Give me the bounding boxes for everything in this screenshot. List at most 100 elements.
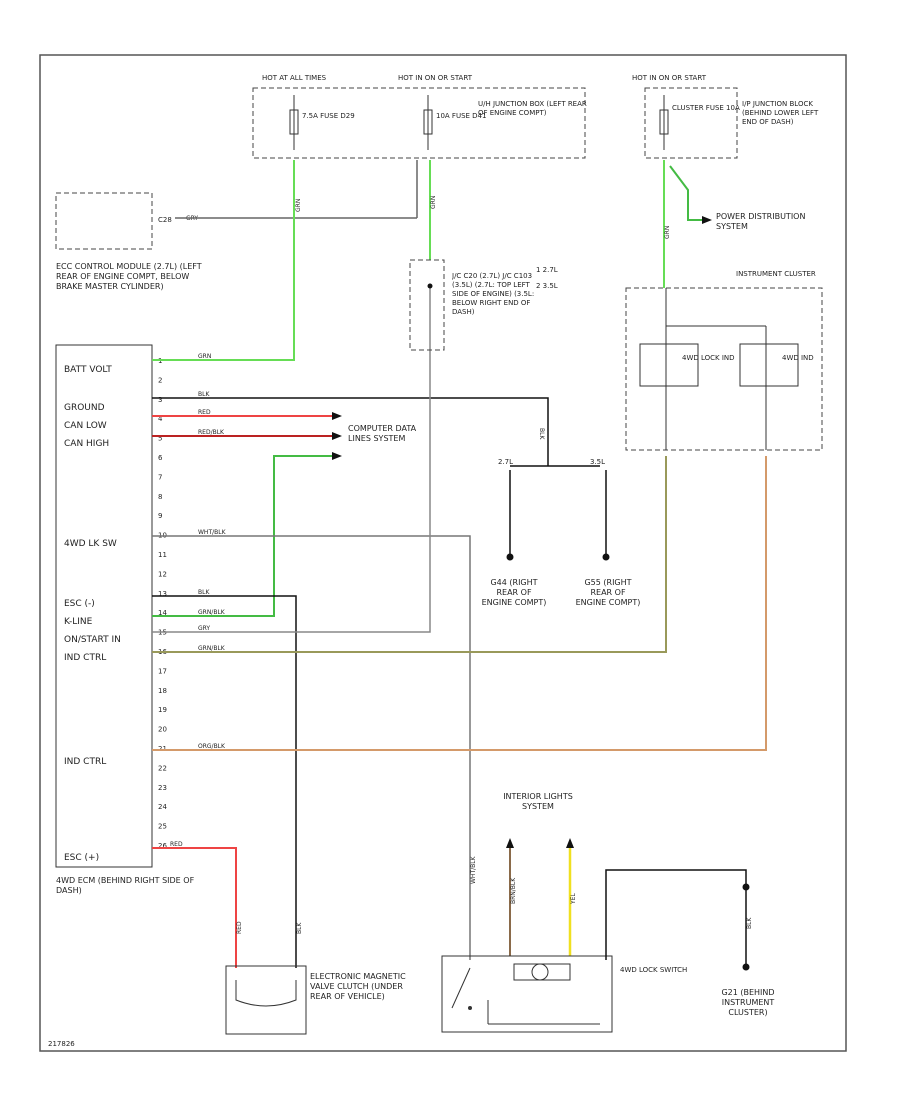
ecc-control-module-box: [55, 192, 153, 250]
switch-contact-icon: [451, 967, 600, 1025]
ecm-pin-number: 26: [158, 842, 167, 850]
wire-label-ground-vert: BLK: [538, 428, 545, 440]
ecm-label-ind-ctrl-1: IND CTRL: [64, 653, 106, 663]
ecm-label-can-high: CAN HIGH: [64, 439, 109, 449]
arrow-can-low-icon: [332, 412, 342, 420]
ground-split-1: 2.7L: [498, 458, 513, 466]
wire-label-k-line: GRN/BLK: [198, 609, 226, 616]
solenoid-label-wrap: ELECTRONIC MAGNETIC VALVE CLUTCH (UNDER …: [310, 972, 406, 1001]
ground-g1-icon: [506, 553, 514, 561]
ground-g2-label-wrap: G55 (RIGHT REAR OF ENGINE COMPT): [575, 578, 641, 607]
4wd-lock-switch-box: [441, 955, 613, 1033]
fuse-1-icon: [289, 95, 299, 150]
wire-label-esc-vert: BLK: [296, 922, 303, 934]
ecm-pin-number: 14: [158, 609, 167, 617]
arrow-can-high-icon: [332, 432, 342, 440]
ecm-pin-number: 18: [158, 687, 167, 695]
ecm-pin-number: 20: [158, 726, 167, 734]
ind2-box: [739, 343, 799, 387]
4wd-lock-switch-label: 4WD LOCK SWITCH: [620, 966, 687, 974]
splice-box: [409, 259, 445, 351]
ecm-label-k-line: K-LINE: [64, 617, 93, 627]
fuse-1-label: 7.5A FUSE D29: [302, 112, 355, 120]
computer-link-label: COMPUTER DATA LINES SYSTEM: [348, 424, 417, 443]
arrow-k-line-icon: [332, 452, 342, 460]
ecm-pin-column: 1234567891011121314151617181920212223242…: [158, 357, 167, 850]
wire-label-cluster-feed: GRN: [664, 226, 671, 239]
power-dist-label: POWER DISTRIBUTION SYSTEM: [716, 212, 806, 231]
wire-label-fuse1: GRN: [295, 199, 302, 212]
ecm-label-can-low: CAN LOW: [64, 421, 107, 431]
ipjb-label-wrap: I/P JUNCTION BLOCK (BEHIND LOWER LEFT EN…: [742, 100, 819, 126]
wire-switch-ground: [605, 869, 747, 960]
ground-g1-label-wrap: G44 (RIGHT REAR OF ENGINE COMPT): [482, 578, 547, 607]
wire-power-dist-green: [669, 165, 702, 221]
ecm-pin-number: 17: [158, 667, 167, 675]
fuse-2-icon: [423, 95, 433, 150]
ground-g3-icon: [742, 963, 750, 971]
ground-g2-label: G55 (RIGHT REAR OF ENGINE COMPT): [575, 578, 641, 607]
ip-junction-block: [644, 87, 738, 159]
wire-lock-sw: [152, 535, 471, 960]
ecc-title: ECC CONTROL MODULE (2.7L) (LEFT REAR OF …: [56, 262, 202, 291]
interior-lights-label-wrap: INTERIOR LIGHTS SYSTEM: [503, 792, 573, 811]
ecm-label-batt: BATT VOLT: [64, 365, 112, 375]
ecm-pin-number: 13: [158, 590, 167, 598]
splice-1-label: 1 2.7L: [536, 266, 558, 274]
figure-id: 217826: [48, 1040, 75, 1048]
wire-label-yellow: YEL: [570, 893, 577, 905]
ground-split-2: 3.5L: [590, 458, 605, 466]
wire-esc-red: [152, 847, 237, 968]
ecm-pin-number: 8: [158, 493, 162, 501]
ecm-pin-number: 4: [158, 415, 163, 423]
source-hot-all-times: HOT AT ALL TIMES: [262, 74, 327, 82]
fuse-3-icon: [659, 95, 669, 150]
ecm-label-esc: ESC (-): [64, 599, 95, 609]
wire-label-ind-ctrl-2: ORG/BLK: [198, 743, 226, 750]
wire-esc-black: [152, 595, 297, 968]
ecm-pin-number: 7: [158, 473, 162, 481]
ecm-title: 4WD ECM (BEHIND RIGHT SIDE OF DASH): [56, 876, 195, 895]
arrow-interior-lights-2-icon: [566, 838, 574, 848]
wire-label-ind-ctrl-1: GRN/BLK: [198, 645, 226, 652]
ecc-title-wrap: ECC CONTROL MODULE (2.7L) (LEFT REAR OF …: [56, 262, 202, 291]
source-hot-on-start-2: HOT IN ON OR START: [632, 74, 707, 82]
wire-ind-ctrl-2: [152, 456, 767, 751]
wire-label-esc: BLK: [198, 589, 210, 596]
ground-g3-top-icon: [742, 883, 750, 891]
ecm-label-crank: ON/START IN: [64, 635, 121, 645]
wire-ind-ctrl-1: [152, 456, 667, 653]
ecm-pin-number: 23: [158, 784, 167, 792]
wire-label-ground: BLK: [198, 391, 210, 398]
ecm-pin-number: 24: [158, 803, 167, 811]
ujb-label-wrap: U/H JUNCTION BOX (LEFT REAR OF ENGINE CO…: [478, 100, 587, 117]
wire-crank-gry: [152, 286, 431, 633]
wire-label-can-low: RED: [198, 409, 211, 416]
splice-dot-icon: [427, 283, 433, 289]
ipjb-label: I/P JUNCTION BLOCK (BEHIND LOWER LEFT EN…: [742, 100, 819, 126]
wire-label-fuse2: GRN: [430, 196, 437, 209]
wire-label-esc-red-vert: RED: [236, 921, 243, 934]
wire-label-esc-red: RED: [170, 841, 183, 848]
ecm-label-esc2: ESC (+): [64, 853, 99, 863]
ecm-pin-number: 25: [158, 823, 167, 831]
4wd-ecm-box: [55, 344, 153, 868]
ecm-label-ind-ctrl-2: IND CTRL: [64, 757, 106, 767]
wire-label-crank: GRY: [198, 625, 210, 632]
wire-label-lock-sw-vert: WHT/BLK: [470, 855, 477, 884]
ecm-pin-number: 11: [158, 551, 167, 559]
switch-lamp-icon: [513, 963, 571, 981]
wire-label-g3: BLK: [746, 917, 753, 929]
ecm-label-ground: GROUND: [64, 403, 105, 413]
instrument-cluster-title: INSTRUMENT CLUSTER: [736, 270, 816, 278]
ecm-pin-number: 19: [158, 706, 167, 714]
ecm-title-wrap: 4WD ECM (BEHIND RIGHT SIDE OF DASH): [56, 876, 195, 895]
ecm-label-lock-sw: 4WD LK SW: [64, 539, 117, 549]
ujb-label: U/H JUNCTION BOX (LEFT REAR OF ENGINE CO…: [478, 100, 587, 117]
splice-2-label: 2 3.5L: [536, 282, 558, 290]
computer-link-label-wrap: COMPUTER DATA LINES SYSTEM: [348, 424, 417, 443]
ecm-pin-number: 2: [158, 376, 162, 384]
wire-ground-black: [152, 397, 549, 466]
wire-batt-green: [152, 160, 295, 361]
